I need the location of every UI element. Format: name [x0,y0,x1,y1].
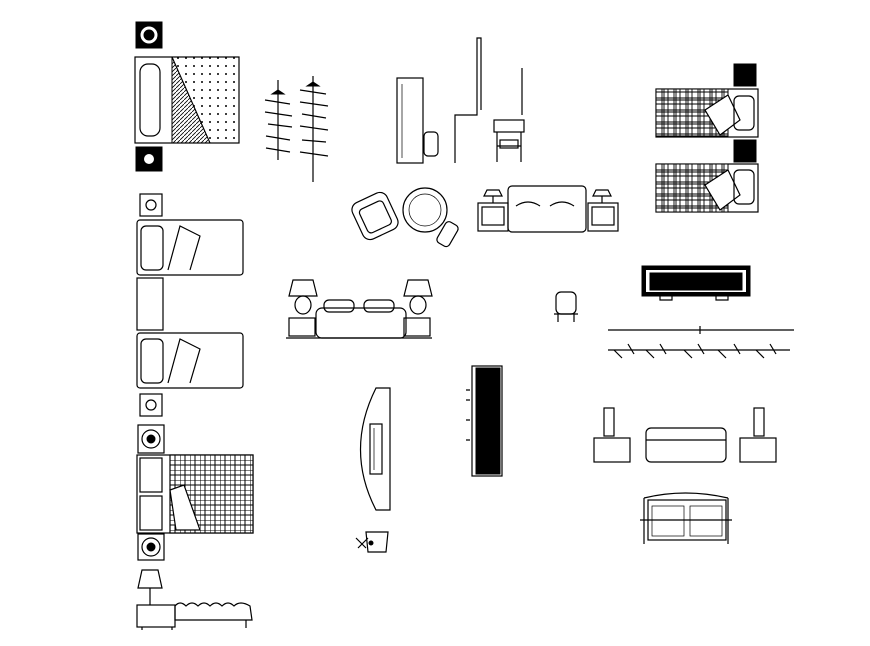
clothes-hanger-rack-icon [264,76,329,182]
double-bed-plan-with-nightstands-icon [134,21,240,172]
lamp-plan-icon [355,531,389,553]
day-bed-side-elevation-icon [136,569,253,630]
single-bed-plan-icon [136,193,244,417]
bed-elevation-small-icon [593,407,777,463]
ornate-headboard-elevation-icon [640,492,732,544]
dark-cabinet-plan-icon [466,365,503,477]
chair-small-icon [554,291,578,322]
bed-front-elevation-with-lamps-icon [477,185,619,233]
hanger-rail-icon [608,326,794,359]
bed-side-elevation-with-lamps-icon [286,279,433,339]
dressing-table-elevation-icon [493,68,525,162]
double-bed-checked-blanket-plan-icon [136,424,254,561]
armchair-plan-icon [351,187,459,248]
tv-cabinet-elevation-icon [641,265,751,301]
wardrobe-and-chair-plan-icon [396,37,482,164]
single-bed-with-checked-blanket-icon [655,63,759,213]
curved-desk-plan-icon [359,387,391,511]
